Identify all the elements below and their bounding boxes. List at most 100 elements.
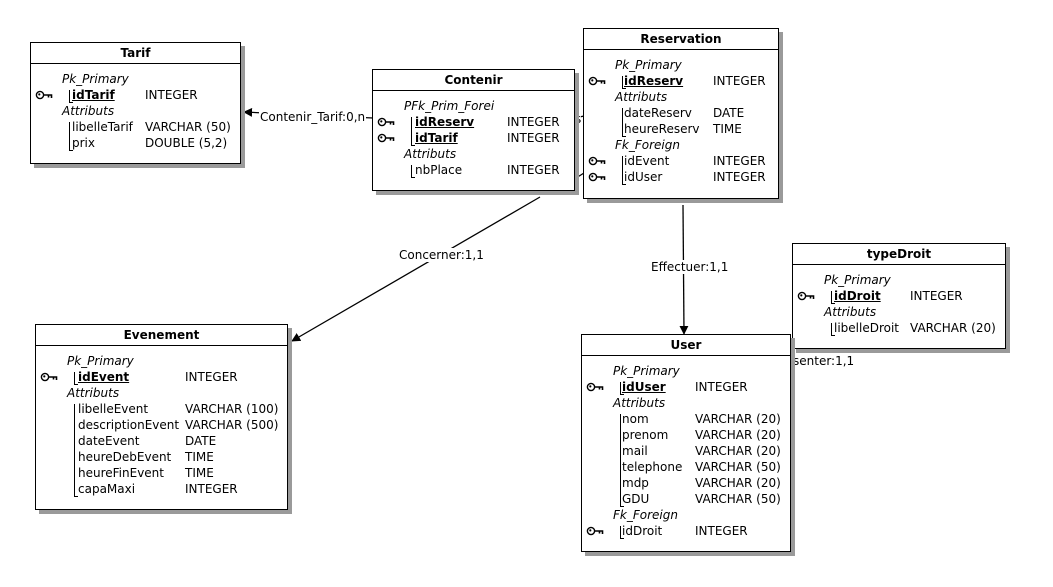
- section-label: PFk_Prim_Forei: [404, 99, 495, 113]
- field-name: prix: [72, 136, 95, 150]
- section-label: Attributs: [613, 396, 666, 410]
- field-name: telephone: [622, 460, 683, 474]
- field-name: idTarif: [72, 88, 115, 102]
- field-type: VARCHAR (20): [695, 412, 781, 426]
- field-name: idUser: [622, 380, 666, 394]
- relation-label-contenir-reservation: s: [575, 112, 582, 126]
- relation-label-posseder: senter:1,1: [792, 354, 856, 368]
- field-type: INTEGER: [185, 370, 238, 384]
- field-type: VARCHAR (500): [185, 418, 279, 432]
- field-type: VARCHAR (20): [695, 444, 781, 458]
- entity-title: Evenement: [36, 325, 287, 346]
- field-type: TIME: [185, 450, 214, 464]
- field-name: libelleTarif: [72, 120, 133, 134]
- section-label: Fk_Foreign: [615, 138, 680, 152]
- field-type: INTEGER: [713, 74, 766, 88]
- field-name: heureDebEvent: [78, 450, 172, 464]
- field-name: mdp: [622, 476, 649, 490]
- field-bracket: [620, 526, 624, 539]
- field-type: INTEGER: [507, 131, 560, 145]
- section-label: Attributs: [67, 386, 120, 400]
- entity-title: Reservation: [584, 29, 778, 50]
- field-name: idDroit: [834, 289, 881, 303]
- section-label: Pk_Primary: [62, 72, 129, 86]
- field-type: INTEGER: [713, 154, 766, 168]
- section-label: Attributs: [404, 147, 457, 161]
- entity-title: typeDroit: [793, 244, 1005, 265]
- field-bracket: [411, 117, 415, 146]
- field-type: TIME: [713, 122, 742, 136]
- field-name: dateEvent: [78, 434, 140, 448]
- field-type: INTEGER: [713, 170, 766, 184]
- field-name: idReserv: [624, 74, 684, 88]
- key-icon: [40, 371, 58, 388]
- field-name: descriptionEvent: [78, 418, 180, 432]
- field-bracket: [74, 372, 78, 385]
- field-type: INTEGER: [507, 163, 560, 177]
- field-type: VARCHAR (20): [695, 476, 781, 490]
- key-icon: [377, 132, 395, 149]
- field-name: libelleEvent: [78, 402, 149, 416]
- entity-title: Contenir: [373, 70, 574, 91]
- field-type: INTEGER: [695, 524, 748, 538]
- field-name: heureReserv: [624, 122, 700, 136]
- key-icon: [588, 155, 606, 172]
- section-label: Pk_Primary: [67, 354, 134, 368]
- field-bracket: [620, 414, 624, 507]
- field-name: idReserv: [415, 115, 475, 129]
- field-name: idTarif: [415, 131, 458, 145]
- field-type: VARCHAR (20): [910, 321, 996, 335]
- field-type: VARCHAR (100): [185, 402, 279, 416]
- section-label: Pk_Primary: [615, 58, 682, 72]
- field-name: dateReserv: [624, 106, 692, 120]
- field-bracket: [831, 291, 835, 304]
- field-type: VARCHAR (50): [695, 492, 781, 506]
- key-icon: [35, 89, 53, 106]
- key-icon: [586, 525, 604, 542]
- key-icon: [588, 171, 606, 188]
- key-icon: [377, 116, 395, 133]
- entity-title: User: [582, 335, 790, 356]
- field-type: TIME: [185, 466, 214, 480]
- field-bracket: [69, 90, 73, 103]
- field-type: INTEGER: [695, 380, 748, 394]
- field-name: idDroit: [622, 524, 663, 538]
- link-reservation-evenement-stub[interactable]: [575, 172, 585, 179]
- field-type: INTEGER: [910, 289, 963, 303]
- field-name: heureFinEvent: [78, 466, 164, 480]
- field-type: VARCHAR (50): [145, 120, 231, 134]
- field-bracket: [74, 404, 78, 497]
- field-type: INTEGER: [145, 88, 198, 102]
- key-icon: [797, 290, 815, 307]
- section-label: Attributs: [62, 104, 115, 118]
- field-type: DOUBLE (5,2): [145, 136, 228, 150]
- field-name: libelleDroit: [834, 321, 900, 335]
- field-bracket: [622, 108, 626, 137]
- section-label: Pk_Primary: [824, 273, 891, 287]
- field-type: DATE: [185, 434, 217, 448]
- entity-tarif[interactable]: Tarif Pk_Primary idTarif INTEGER Attributs l…: [30, 42, 241, 164]
- field-type: DATE: [713, 106, 745, 120]
- field-name: nom: [622, 412, 649, 426]
- relation-label-concerner: Concerner:1,1: [398, 248, 485, 262]
- field-name: idEvent: [624, 154, 670, 168]
- field-name: mail: [622, 444, 648, 458]
- field-name: GDU: [622, 492, 650, 506]
- field-name: capaMaxi: [78, 482, 136, 496]
- entity-title: Tarif: [31, 43, 240, 64]
- field-type: INTEGER: [185, 482, 238, 496]
- section-label: Fk_Foreign: [613, 508, 678, 522]
- field-type: VARCHAR (50): [695, 460, 781, 474]
- section-label: Pk_Primary: [613, 364, 680, 378]
- link-concerner[interactable]: [291, 196, 541, 342]
- relation-label-effectuer: Effectuer:1,1: [650, 260, 730, 274]
- field-bracket: [411, 165, 415, 178]
- relation-label-contenir-tarif: Contenir_Tarif:0,n: [259, 110, 367, 124]
- field-bracket: [831, 323, 835, 336]
